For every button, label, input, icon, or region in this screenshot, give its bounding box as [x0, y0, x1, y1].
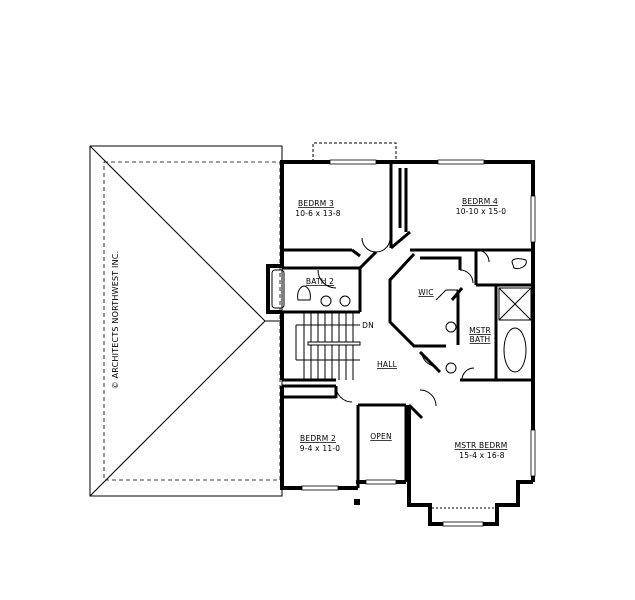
room-dims-bedrm2: 9-4 x 11-0	[300, 444, 341, 453]
room-name-bedrm3: BEDRM 3	[298, 199, 334, 208]
copyright-text: © ARCHITECTS NORTHWEST INC.	[111, 251, 120, 390]
room-name-mstr-bath-2: BATH	[470, 335, 491, 344]
bathtub-bath2	[271, 269, 285, 309]
room-name-hall: HALL	[377, 360, 398, 369]
interior-walls	[268, 162, 533, 488]
room-dims-bedrm4: 10-10 x 15-0	[456, 207, 506, 216]
fixtures	[271, 258, 532, 374]
windows	[301, 159, 536, 527]
room-name-bedrm4: BEDRM 4	[462, 197, 498, 206]
door-swings	[317, 237, 490, 407]
top-bay	[312, 142, 397, 162]
room-name-wic: WIC	[418, 288, 433, 297]
toilet-mstr	[511, 258, 527, 269]
room-name-mstr-bedrm: MSTR BEDRM	[455, 441, 508, 450]
room-name-open: OPEN	[370, 432, 392, 441]
sink-mstr-1	[445, 321, 457, 333]
tub-mstr	[503, 327, 527, 373]
shower	[498, 287, 532, 321]
room-dims-bedrm3: 10-6 x 13-8	[295, 209, 340, 218]
sink-1	[320, 295, 332, 307]
room-name-bedrm2: BEDRM 2	[300, 434, 336, 443]
stair-label: DN	[362, 321, 374, 330]
sink-mstr-2	[445, 362, 457, 374]
sink-2	[339, 295, 351, 307]
stairs	[295, 312, 361, 380]
post-marker	[354, 499, 360, 505]
room-name-bath2: BATH 2	[306, 277, 334, 286]
toilet-bath2	[297, 285, 311, 301]
room-name-mstr-bath-1: MSTR	[469, 326, 491, 335]
room-dims-mstr-bedrm: 15-4 x 16-8	[459, 451, 504, 460]
